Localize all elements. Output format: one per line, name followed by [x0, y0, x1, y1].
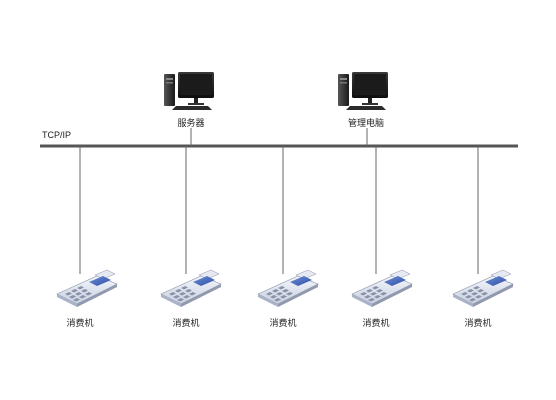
pos-terminal-icon — [257, 269, 319, 308]
server-label: 服务器 — [177, 119, 205, 129]
pos-terminal-icon — [56, 269, 118, 308]
desktop-computer-icon — [338, 72, 388, 110]
terminal-label: 消费机 — [172, 319, 200, 329]
pos-terminal-icon — [351, 269, 413, 308]
terminal-label: 消费机 — [464, 319, 492, 329]
terminal-label: 消费机 — [66, 319, 94, 329]
desktop-computer-icon — [164, 72, 214, 110]
pos-terminal-icon — [160, 269, 222, 308]
management-pc-label: 管理电脑 — [347, 119, 385, 129]
pos-terminal-icon — [452, 269, 514, 308]
terminal-label: 消费机 — [269, 319, 297, 329]
terminal-label: 消费机 — [362, 319, 390, 329]
protocol-label: TCP/IP — [42, 130, 72, 140]
